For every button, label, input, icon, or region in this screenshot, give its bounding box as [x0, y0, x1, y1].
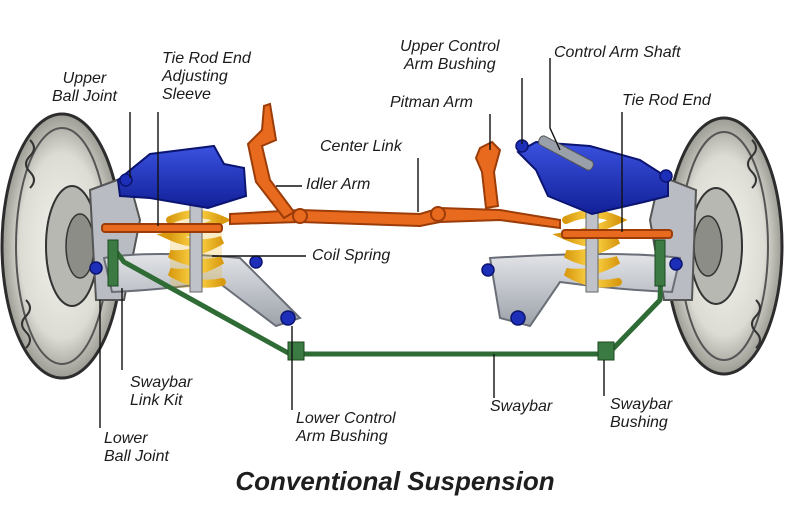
idler-arm-part [246, 102, 296, 220]
label-idler-arm: Idler Arm [306, 176, 371, 193]
right-wheel [664, 116, 784, 376]
label-control-arm-shaft: Control Arm Shaft [554, 44, 681, 61]
left-upper-control-arm [116, 144, 248, 210]
right-lower-control-arm [488, 253, 682, 328]
right-swaybar-bushing [597, 341, 615, 361]
right-upper-control-arm [516, 140, 669, 216]
label-upper-control-arm-bushing: Upper Control Arm Bushing [400, 38, 500, 73]
right-swaybar-link [654, 239, 666, 287]
left-swaybar-bushing [287, 341, 305, 361]
swaybar-bar [110, 243, 665, 357]
control-arm-shaft [538, 135, 594, 171]
right-coil-spring [552, 203, 628, 293]
label-upper-ball-joint: Upper Ball Joint [52, 70, 117, 105]
label-lower-control-arm-bushing: Lower Control Arm Bushing [296, 410, 396, 445]
pitman-arm-part [474, 140, 502, 210]
label-pitman-arm: Pitman Arm [390, 94, 473, 111]
label-lower-ball-joint: Lower Ball Joint [104, 430, 169, 465]
label-swaybar-link-kit: Swaybar Link Kit [130, 374, 193, 409]
label-coil-spring: Coil Spring [312, 247, 391, 264]
left-coil-spring [156, 203, 232, 293]
left-wheel [0, 112, 124, 380]
left-swaybar-link [107, 239, 119, 287]
steering-linkage [101, 102, 673, 239]
label-center-link: Center Link [320, 138, 402, 155]
label-tie-rod-end-adjusting-sleeve: Tie Rod End Adjusting Sleeve [162, 50, 251, 103]
diagram-title: Conventional Suspension [235, 466, 555, 496]
leader-lines [99, 58, 623, 428]
label-swaybar: Swaybar [490, 398, 553, 415]
label-swaybar-bushing: Swaybar Bushing [610, 396, 673, 431]
label-tie-rod-end: Tie Rod End [622, 92, 711, 109]
